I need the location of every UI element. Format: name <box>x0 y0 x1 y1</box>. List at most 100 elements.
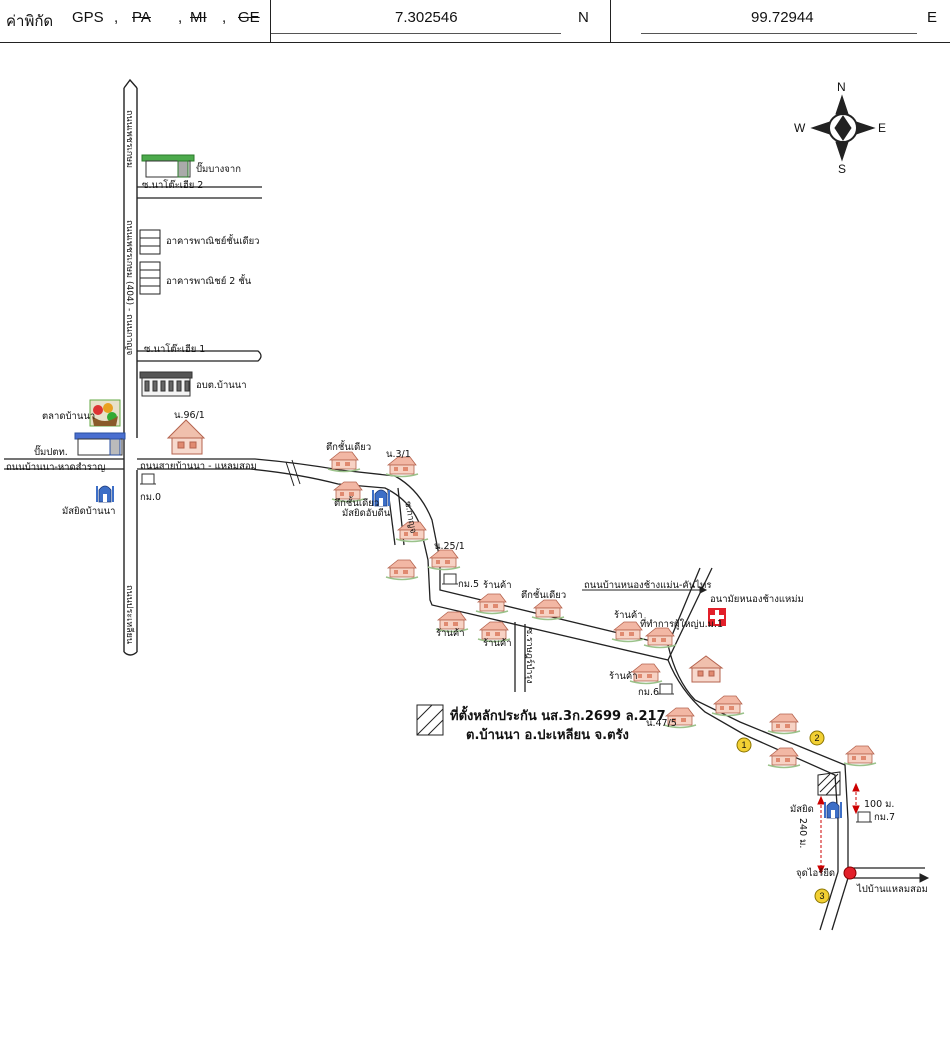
marker-2 <box>809 730 825 746</box>
house-icon <box>767 713 801 735</box>
house-icon <box>767 747 801 769</box>
mosque-banna-label: มัสยิดบ้านนา <box>62 506 116 517</box>
marker-1-label: 1 <box>741 740 746 750</box>
legend-hatch-symbol <box>416 704 444 736</box>
west-road-label: ถนนบ้านนา-หาดสำราญ <box>6 462 106 473</box>
soi-nato-1-label: ซ.นาโต๊ะเฮีย 1 <box>144 344 206 355</box>
west-road <box>4 458 124 470</box>
km0-label: กม.0 <box>140 492 162 503</box>
distance-marker-240 <box>817 795 825 875</box>
shop-1-label: ร้านค้า <box>483 580 512 591</box>
soi-nato-2-road <box>137 186 262 199</box>
main-road-label: ถนนสายบ้านนา - แหลมสอม <box>140 461 257 472</box>
road-label-top: ถนนเพชรเกษม <box>124 110 134 169</box>
to-laemsom-label: ไปบ้านแหลมสอม <box>857 884 928 895</box>
numbered-markers <box>736 730 830 904</box>
latitude-cell: 7.302546 N <box>270 0 611 42</box>
main-road <box>137 458 925 931</box>
village-office-label: ที่ทำการผู้ใหญ่บ.ม.1 <box>640 619 723 630</box>
n31-label: น.3/1 <box>386 449 411 460</box>
collateral-plot <box>817 771 841 796</box>
shop-4-label: ร้านค้า <box>614 610 643 621</box>
latitude-direction: N <box>578 9 589 26</box>
separator: , <box>178 9 183 26</box>
bangchak-pump-icon <box>141 154 195 178</box>
commercial-2-label: อาคารพาณิชย์ 2 ชั้น <box>166 276 252 287</box>
commercial-1-label: อาคารพาณิชย์ชั้นเดียว <box>166 236 260 247</box>
distance-marker-100 <box>852 782 860 815</box>
longitude-cell: 99.72944 E <box>610 0 949 42</box>
mi-label: MI <box>190 9 207 26</box>
mosque-right-label: มัสยิด <box>790 804 814 815</box>
mosque-icon <box>95 485 115 503</box>
shop-2-label: ร้านค้า <box>436 628 465 639</box>
house-icon <box>385 559 419 581</box>
road-label-bottom: ถนนประเหลียน <box>124 585 134 645</box>
shop-5-label: ร้านค้า <box>609 671 638 682</box>
longitude-value: 99.72944 <box>751 9 814 26</box>
distance-240-label: 240 ม. <box>797 818 808 849</box>
longitude-direction: E <box>927 9 938 26</box>
house-icon <box>711 695 745 717</box>
km-post-icon <box>441 573 459 585</box>
ptt-pump-icon <box>74 432 126 456</box>
shophouse-3-label: ตึกชั้นเดียว <box>521 590 567 601</box>
latitude-underline <box>271 33 561 34</box>
n251-label: น.25/1 <box>434 541 465 552</box>
compass-north-label: N <box>837 80 846 94</box>
commercial-buildings <box>139 229 161 295</box>
target-location-marker <box>843 866 857 880</box>
marker-3 <box>814 888 830 904</box>
distance-100-label: 100 ม. <box>864 799 895 810</box>
pa-label: PA <box>132 9 151 26</box>
side-road-south <box>514 622 526 692</box>
km-post-icon <box>657 683 675 695</box>
ge-label: GE <box>238 9 260 26</box>
compass-south-label: S <box>838 162 847 176</box>
ptt-pump-label: ปั๊มปตท. <box>34 447 68 458</box>
house-96-1-label: น.96/1 <box>174 410 205 421</box>
legend-title: ที่ตั้งหลักประกัน นส.3ก.2699 ล.217 <box>450 709 666 724</box>
health-center-icon <box>708 608 726 626</box>
market-icon <box>89 399 121 427</box>
house-icon <box>843 745 877 767</box>
coordinate-header: ค่าพิกัด GPS , PA , MI , GE 7.302546 N 9… <box>0 0 950 43</box>
km5-label: กม.5 <box>458 579 480 590</box>
house-icon <box>475 593 509 615</box>
coordinate-label: ค่าพิกัด <box>6 13 54 30</box>
obt-label: อบต.บ้านนา <box>196 380 247 391</box>
mosque-icon <box>823 801 843 819</box>
house-96-1-icon <box>166 419 206 455</box>
km-post-icon <box>139 473 157 485</box>
soi-rat-label: ซ.ราษฎร์บำรุง <box>524 628 534 684</box>
nongchang-road-label: ถนนบ้านหนองช้างแม่น-คันไทร <box>584 580 712 591</box>
shophouse-1-label: ตึกชั้นเดียว <box>326 442 372 453</box>
obt-building-icon <box>139 371 193 397</box>
marker-3-label: 3 <box>819 891 824 901</box>
longitude-underline <box>641 33 917 34</box>
marker-1 <box>736 737 752 753</box>
km-post-icon <box>855 811 873 823</box>
latitude-value: 7.302546 <box>395 9 458 26</box>
gps-label: GPS <box>72 9 104 26</box>
road-break-mark <box>285 459 301 487</box>
road-label-highway: ถนนเพชรเกษม (404) - ถนนกาญจ <box>124 220 134 356</box>
n475-label: น.47/5 <box>646 718 677 729</box>
direction-arrows <box>582 586 930 883</box>
market-label: ตลาดบ้านนา <box>42 411 96 422</box>
bangchak-pump-label: ปั๊มบางจาก <box>196 164 241 175</box>
soi-nato-1-road <box>137 350 262 362</box>
separator: , <box>114 9 119 26</box>
vertical-highway <box>123 78 138 656</box>
identification-point-label: จุดไอร์ยีด <box>796 868 836 879</box>
health-center-label: อนามัยหนองช้างแหม่ม <box>710 594 804 605</box>
separator: , <box>222 9 227 26</box>
compass-rose <box>810 94 876 162</box>
km7-label: กม.7 <box>874 812 896 823</box>
mosque-tambe-label: มัสยิดอับดีน <box>342 508 391 519</box>
km6-label: กม.6 <box>638 687 660 698</box>
shop-3-label: ร้านค้า <box>483 638 512 649</box>
compass-east-label: E <box>878 121 887 135</box>
village-house-icon <box>688 655 724 683</box>
